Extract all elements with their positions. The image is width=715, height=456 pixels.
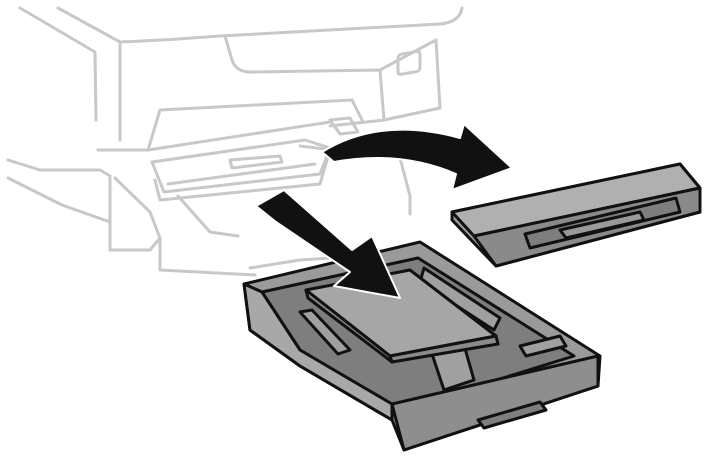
paper-stack <box>304 268 500 364</box>
insert-cassette-arrow <box>255 189 401 299</box>
output-tray-outline <box>150 116 360 194</box>
printer-body-outline <box>6 6 464 277</box>
remove-cover-arrow <box>321 123 513 191</box>
cassette-cover <box>450 162 702 268</box>
